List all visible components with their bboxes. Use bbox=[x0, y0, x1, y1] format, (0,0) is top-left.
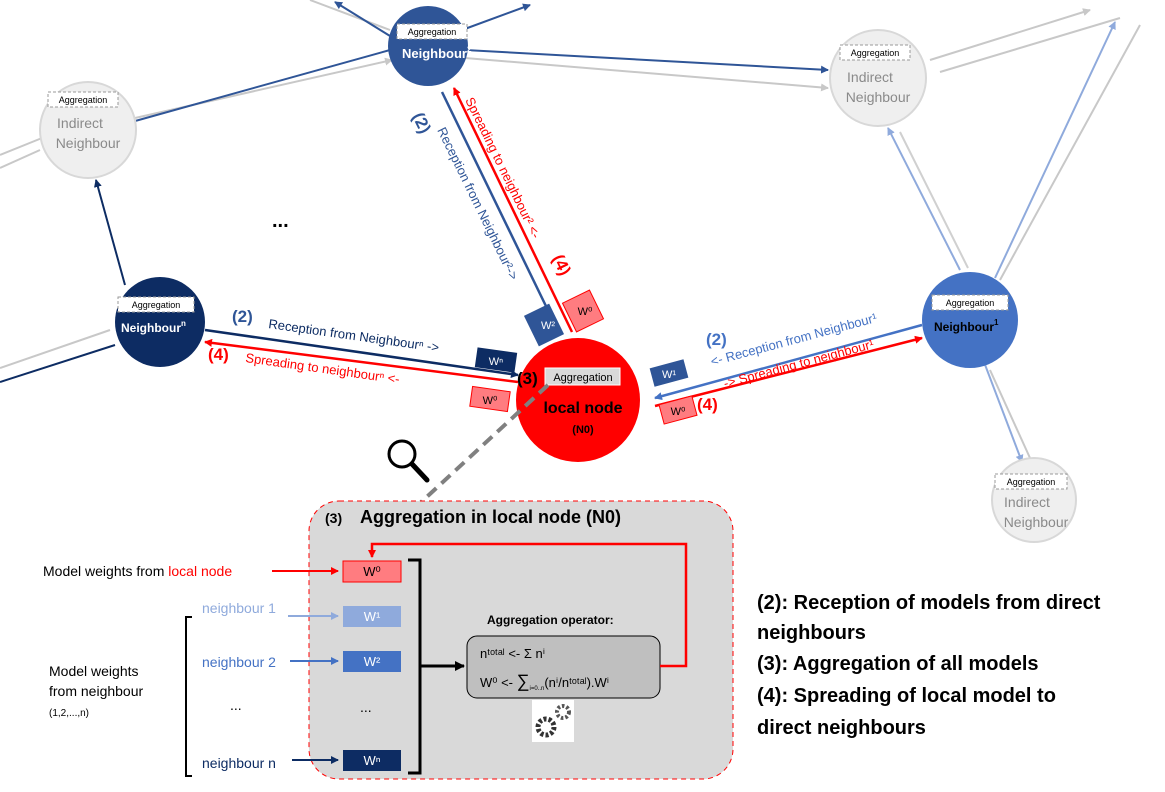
svg-text:(2): (2) bbox=[232, 307, 253, 326]
svg-text:W²: W² bbox=[541, 320, 555, 332]
svg-text:Wⁿ: Wⁿ bbox=[489, 356, 503, 368]
svg-text:from neighbour: from neighbour bbox=[49, 683, 144, 699]
step-3-marker: (3) bbox=[517, 369, 538, 388]
svg-text:Reception from Neighbour²->: Reception from Neighbour²-> bbox=[434, 125, 521, 283]
svg-text:direct neighbours: direct neighbours bbox=[757, 717, 926, 739]
w0-box: W⁰ bbox=[363, 564, 380, 579]
svg-text:Indirect: Indirect bbox=[847, 69, 893, 85]
neighbour-1-label: Neighbour1 bbox=[934, 318, 999, 334]
svg-text:Indirect: Indirect bbox=[57, 115, 103, 131]
svg-text:neighbours: neighbours bbox=[757, 622, 866, 644]
node-local: Aggregation local node (N0) bbox=[516, 338, 640, 462]
svg-text:neighbour 2: neighbour 2 bbox=[202, 654, 276, 670]
panel-title: Aggregation in local node (N0) bbox=[360, 507, 621, 527]
formula-total: nᵗᵒᵗᵃˡ <- Σ nⁱ bbox=[480, 646, 545, 661]
svg-text:Neighbour: Neighbour bbox=[846, 89, 911, 105]
w2-box: W² bbox=[364, 654, 381, 669]
svg-text:Aggregation: Aggregation bbox=[851, 48, 900, 58]
gear-icon bbox=[532, 700, 574, 742]
svg-text:...: ... bbox=[230, 697, 242, 713]
wn-box: Wⁿ bbox=[363, 753, 380, 768]
network-edges bbox=[94, 1, 1116, 463]
w1-box: W¹ bbox=[364, 609, 381, 624]
aggregation-panel: (3) Aggregation in local node (N0) W⁰ W¹… bbox=[308, 500, 734, 780]
neighbour-2-label: Neighbour2 bbox=[402, 45, 472, 61]
svg-text:(4): (4) bbox=[697, 395, 718, 414]
svg-text:Neighbour: Neighbour bbox=[1004, 514, 1069, 530]
svg-text:(1,2,...,n): (1,2,...,n) bbox=[49, 708, 89, 719]
formula-weights: W⁰ <- ∑i=0..n(nⁱ/nᵗᵒᵗᵃˡ).Wⁱ bbox=[480, 671, 609, 692]
node-indirect-bottom-right: Aggregation Indirect Neighbour bbox=[991, 457, 1077, 543]
svg-text:W⁰: W⁰ bbox=[578, 306, 593, 318]
svg-text:Aggregation: Aggregation bbox=[59, 95, 108, 105]
model-local-label: Model weights from local node bbox=[43, 563, 232, 579]
svg-text:Aggregation: Aggregation bbox=[1007, 477, 1056, 487]
svg-text:Aggregation: Aggregation bbox=[132, 300, 181, 310]
svg-text:W⁰: W⁰ bbox=[671, 406, 686, 418]
edge-labels-neighbour-2: (2) Reception from Neighbour²-> Spreadin… bbox=[408, 95, 605, 347]
edge-labels-neighbour-1: (2) <- Reception from Neighbour¹ -> Spre… bbox=[648, 310, 879, 425]
svg-text:(3): (3) bbox=[325, 510, 342, 526]
node-neighbour-2: Aggregation Neighbour2 bbox=[388, 6, 472, 86]
input-labels: Model weights from local node neighbour … bbox=[43, 563, 339, 777]
zoom-connector bbox=[416, 383, 550, 507]
node-indirect-left: Aggregation Indirect Neighbour bbox=[39, 81, 137, 179]
ellipsis-nodes: ... bbox=[272, 210, 289, 232]
svg-text:Neighbour: Neighbour bbox=[56, 135, 121, 151]
svg-text:Model weights: Model weights bbox=[49, 663, 139, 679]
svg-text:...: ... bbox=[360, 699, 372, 715]
svg-text:Aggregation: Aggregation bbox=[553, 372, 612, 384]
svg-text:(2): (2) bbox=[408, 109, 434, 136]
magnifier-icon bbox=[387, 439, 430, 483]
svg-text:(3): Aggregation of all models: (3): Aggregation of all models bbox=[757, 653, 1039, 675]
svg-text:Reception from Neighbourⁿ ->: Reception from Neighbourⁿ -> bbox=[268, 316, 440, 355]
svg-text:W¹: W¹ bbox=[662, 369, 676, 381]
operator-title: Aggregation operator: bbox=[487, 613, 614, 627]
svg-text:neighbour n: neighbour n bbox=[202, 755, 276, 771]
svg-text:W⁰: W⁰ bbox=[483, 395, 498, 407]
svg-text:Aggregation: Aggregation bbox=[946, 298, 995, 308]
svg-text:(2): (2) bbox=[706, 330, 727, 349]
node-neighbour-1: Aggregation Neighbour1 bbox=[922, 272, 1018, 368]
svg-text:(N0): (N0) bbox=[572, 424, 594, 436]
svg-text:(4): (4) bbox=[208, 345, 229, 364]
svg-text:(4): Spreading of local model: (4): Spreading of local model to bbox=[757, 685, 1056, 707]
svg-text:(2): Reception of models from: (2): Reception of models from direct bbox=[757, 592, 1101, 614]
node-neighbour-n: Aggregation Neighbourn bbox=[115, 277, 205, 367]
svg-text:neighbour 1: neighbour 1 bbox=[202, 600, 276, 616]
svg-text:Indirect: Indirect bbox=[1004, 494, 1050, 510]
legend: (2): Reception of models from direct nei… bbox=[757, 592, 1101, 739]
neighbour-n-label: Neighbourn bbox=[121, 319, 186, 335]
svg-text:(4): (4) bbox=[548, 251, 574, 278]
local-node-label: local node bbox=[543, 400, 622, 417]
edge-labels-neighbour-n: (2) Reception from Neighbourⁿ -> (4) Spr… bbox=[208, 307, 518, 413]
aggregation-tag: Aggregation bbox=[408, 27, 457, 37]
node-indirect-top-right: Aggregation Indirect Neighbour bbox=[829, 29, 927, 127]
